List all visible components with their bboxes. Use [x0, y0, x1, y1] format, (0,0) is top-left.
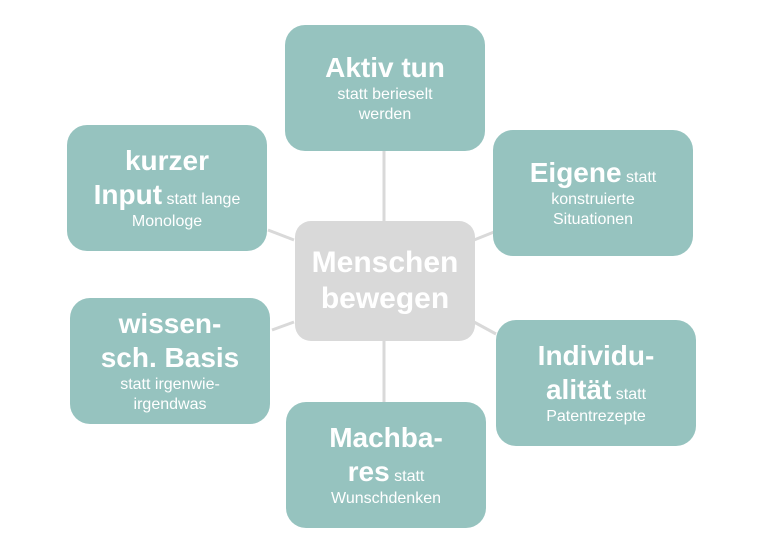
node-bottom-line-3: Wunschdenken: [331, 490, 441, 507]
node-top-line-2: statt berieselt: [337, 86, 433, 103]
node-top-left-title-1: kurzer: [124, 145, 210, 176]
node-top-left-title-2: Input: [93, 179, 163, 210]
node-bottom-right-title-1: Individu-: [537, 340, 655, 371]
connector-bottom-left: [271, 320, 295, 332]
node-bottom-left-title-2: sch. Basis: [100, 342, 240, 373]
node-top-right-line-1: Eigene statt: [530, 156, 657, 190]
connector-top-right: [473, 230, 495, 242]
node-bottom-left-title-1: wissen-: [118, 308, 222, 339]
node-top-right-line-2: konstruierte: [551, 191, 635, 208]
node-top-title: Aktiv tun: [325, 52, 445, 83]
node-bottom-line-2: res statt: [348, 455, 425, 489]
center-line-2: bewegen: [320, 282, 450, 315]
node-bottom-left: wissen- sch. Basis statt irgenwie- irgen…: [70, 298, 270, 424]
node-top-line-3: werden: [358, 106, 412, 123]
node-bottom-left-line-4: irgendwas: [133, 396, 207, 413]
center-line-1: Menschen: [311, 246, 459, 279]
node-bottom-left-line-3: statt irgenwie-: [120, 376, 220, 393]
node-top-right: Eigene statt konstruierte Situationen: [493, 130, 693, 256]
node-top-left: kurzer Input statt lange Monologe: [67, 125, 267, 251]
node-top-right-inline: statt: [626, 169, 657, 186]
node-top-left-inline: statt lange: [166, 191, 241, 208]
node-bottom-title-1: Machba-: [329, 422, 443, 453]
node-top-right-line-3: Situationen: [552, 211, 634, 228]
node-bottom: Machba- res statt Wunschdenken: [286, 402, 486, 528]
node-top: Aktiv tun statt berieselt werden: [285, 25, 485, 151]
node-bottom-inline: statt: [394, 468, 425, 485]
node-top-right-title: Eigene: [529, 157, 622, 188]
node-bottom-right-inline: statt: [615, 386, 647, 403]
node-bottom-title-2: res: [347, 456, 390, 487]
center-node: Menschen bewegen: [295, 221, 475, 341]
connector-top-left: [267, 228, 295, 242]
node-top-left-line-2: Input statt lange: [94, 178, 241, 212]
node-bottom-right-title-2: alität: [545, 374, 612, 405]
node-bottom-right-line-2: alität statt: [546, 373, 646, 407]
connector-bottom-right: [473, 320, 497, 336]
node-bottom-right-line-3: Patentrezepte: [546, 408, 646, 425]
node-bottom-right: Individu- alität statt Patentrezepte: [496, 320, 696, 446]
node-top-left-line-3: Monologe: [131, 213, 203, 230]
